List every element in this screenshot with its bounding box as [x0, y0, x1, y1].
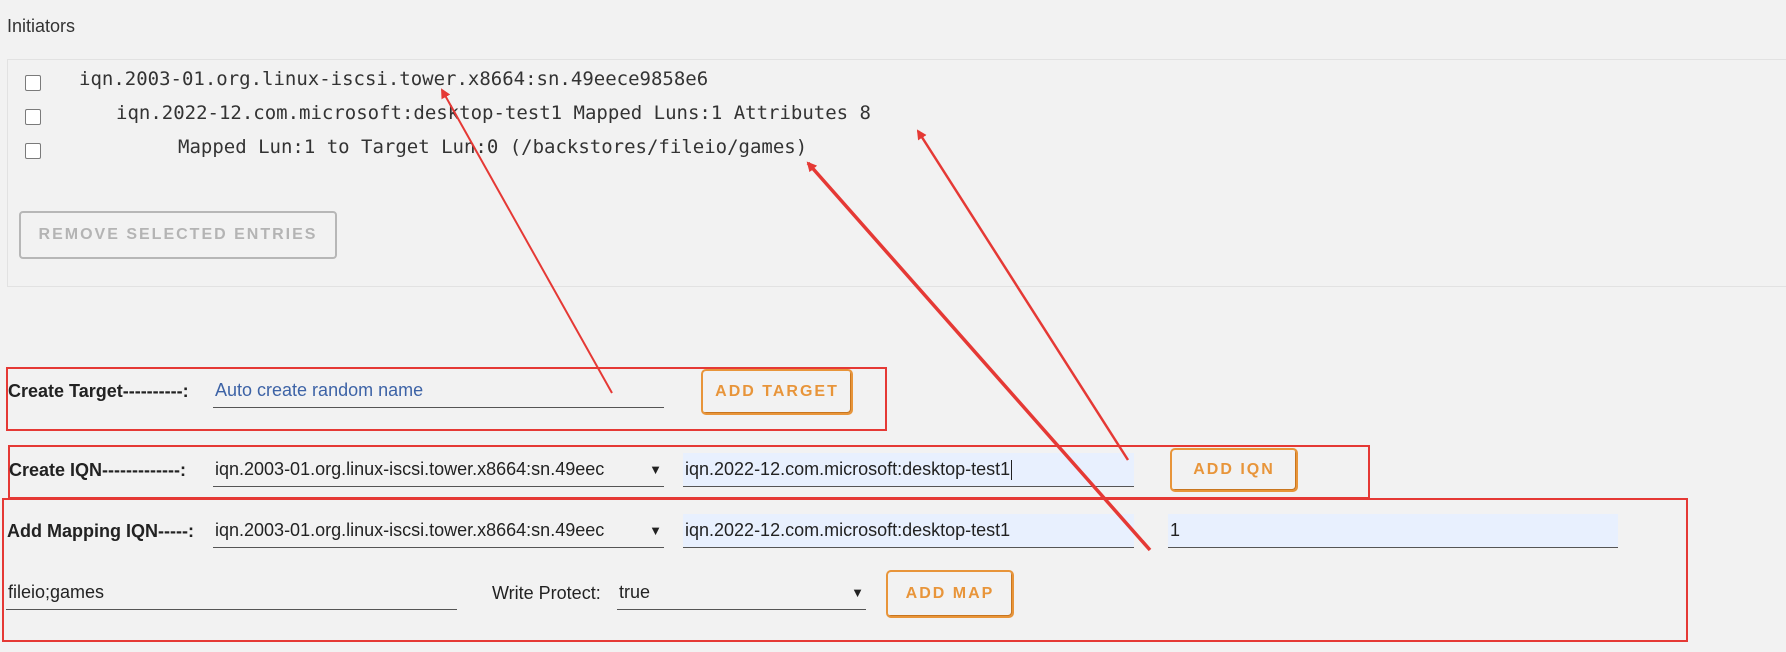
- chevron-down-icon: ▼: [649, 462, 662, 477]
- mapping-select-value: iqn.2003-01.org.linux-iscsi.tower.x8664:…: [215, 520, 605, 540]
- mapping-iqn-value: iqn.2022-12.com.microsoft:desktop-test1: [685, 520, 1011, 540]
- add-map-button[interactable]: ADD MAP: [886, 570, 1014, 618]
- create-iqn-initiator-select[interactable]: iqn.2003-01.org.linux-iscsi.tower.x8664:…: [213, 453, 664, 487]
- create-target-label: Create Target----------:: [8, 381, 189, 401]
- initiator-checkbox-2[interactable]: [25, 109, 41, 125]
- create-iqn-select-value: iqn.2003-01.org.linux-iscsi.tower.x8664:…: [215, 459, 605, 479]
- remove-selected-button[interactable]: REMOVE SELECTED ENTRIES: [19, 211, 337, 259]
- initiator-entry-2: iqn.2022-12.com.microsoft:desktop-test1 …: [116, 102, 871, 124]
- backstore-input[interactable]: fileio;games: [6, 576, 457, 610]
- target-name-placeholder: Auto create random name: [215, 380, 424, 400]
- initiator-checkbox-3[interactable]: [25, 143, 41, 159]
- mapping-iqn-input[interactable]: iqn.2022-12.com.microsoft:desktop-test1: [683, 514, 1134, 548]
- initiator-entry-1: iqn.2003-01.org.linux-iscsi.tower.x8664:…: [79, 68, 709, 90]
- backstore-value: fileio;games: [8, 582, 105, 602]
- add-target-button[interactable]: ADD TARGET: [701, 369, 853, 415]
- mapping-initiator-select[interactable]: iqn.2003-01.org.linux-iscsi.tower.x8664:…: [213, 514, 664, 548]
- write-protect-label: Write Protect:: [492, 583, 601, 603]
- create-iqn-input-value: iqn.2022-12.com.microsoft:desktop-test1: [685, 459, 1011, 479]
- initiators-title: Initiators: [7, 16, 76, 36]
- mapping-lun-input[interactable]: 1: [1168, 514, 1618, 548]
- mapping-lun-value: 1: [1170, 520, 1181, 540]
- create-iqn-input[interactable]: iqn.2022-12.com.microsoft:desktop-test1: [683, 453, 1134, 487]
- target-name-input[interactable]: Auto create random name: [213, 374, 664, 408]
- create-iqn-label: Create IQN-------------:: [9, 460, 186, 480]
- initiator-entry-3: Mapped Lun:1 to Target Lun:0 (/backstore…: [178, 136, 808, 158]
- chevron-down-icon: ▼: [649, 523, 662, 538]
- text-cursor: [1011, 459, 1013, 480]
- chevron-down-icon: ▼: [851, 585, 864, 600]
- write-protect-select[interactable]: true ▼: [617, 576, 866, 610]
- write-protect-value: true: [619, 582, 651, 602]
- add-mapping-label: Add Mapping IQN-----:: [7, 521, 194, 541]
- add-iqn-button[interactable]: ADD IQN: [1170, 448, 1298, 492]
- initiators-panel: iqn.2003-01.org.linux-iscsi.tower.x8664:…: [7, 59, 1786, 287]
- initiator-checkbox-1[interactable]: [25, 75, 41, 91]
